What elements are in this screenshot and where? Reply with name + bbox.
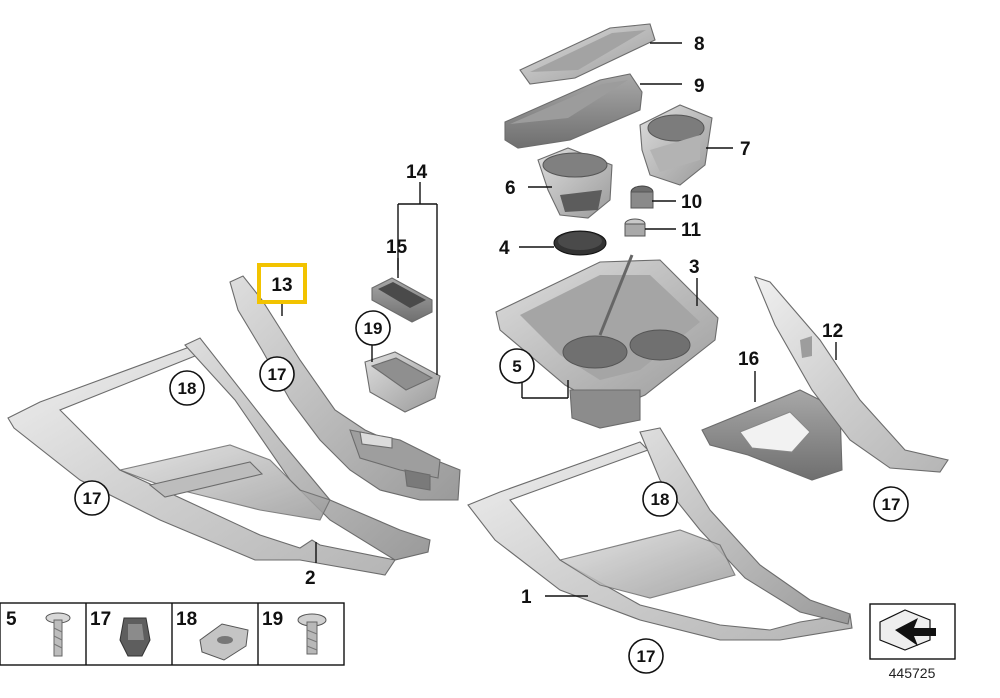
trim-frame-left[interactable] <box>7 337 431 576</box>
leader-lines <box>281 42 837 597</box>
center-console-trim-13[interactable] <box>229 275 461 501</box>
callout-18-left: 18 <box>178 379 197 398</box>
callout-11: 11 <box>681 220 702 241</box>
callout-14: 14 <box>406 162 428 183</box>
callout-16: 16 <box>738 349 759 370</box>
orientation-arrow-icon <box>879 609 936 651</box>
callout-17-left: 17 <box>83 489 102 508</box>
callout-17-right: 17 <box>882 495 901 514</box>
reference-box: 445725 <box>869 603 956 681</box>
callout-8: 8 <box>694 34 705 55</box>
highlight-box <box>257 263 307 304</box>
callout-5: 5 <box>512 357 521 376</box>
callout-19: 19 <box>364 319 383 338</box>
callout-6: 6 <box>505 178 516 199</box>
callout-2: 2 <box>305 568 316 589</box>
nut-clip-icon <box>199 623 249 661</box>
cover-plate-8[interactable] <box>519 23 656 85</box>
shift-bezel-16[interactable] <box>701 389 843 481</box>
rubber-disc-4[interactable] <box>553 230 607 256</box>
callout-17-center: 17 <box>268 365 287 384</box>
legend-label-17: 17 <box>90 609 111 630</box>
circled-callouts: 18 17 17 19 5 18 17 17 <box>74 310 909 674</box>
side-trim-12[interactable] <box>754 276 949 473</box>
callout-15: 15 <box>386 237 408 258</box>
callout-12: 12 <box>822 321 843 342</box>
callout-7: 7 <box>740 139 751 160</box>
trim-frame-bottom[interactable] <box>467 427 853 641</box>
clip-icon <box>119 617 151 657</box>
fastener-legend: 5 17 18 19 <box>0 602 345 666</box>
rubber-mat-15[interactable] <box>371 277 433 323</box>
cupholder-6[interactable] <box>537 147 613 219</box>
flange-screw-icon <box>297 613 327 655</box>
cupholder-7[interactable] <box>639 104 713 186</box>
screw-icon <box>45 612 71 657</box>
storage-lid-9[interactable] <box>504 73 643 149</box>
callout-13[interactable]: 13 <box>271 275 292 296</box>
console-tray-3[interactable] <box>495 254 719 429</box>
insert-11[interactable] <box>624 218 646 237</box>
callout-3: 3 <box>689 257 700 278</box>
callout-4: 4 <box>499 238 510 259</box>
legend-label-5: 5 <box>6 609 17 630</box>
callout-18-bottom: 18 <box>651 490 670 509</box>
storage-tray-19[interactable] <box>364 351 441 413</box>
legend-label-19: 19 <box>262 609 283 630</box>
callout-1: 1 <box>521 587 532 608</box>
reference-number: 445725 <box>889 665 936 681</box>
legend-label-18: 18 <box>176 609 197 630</box>
callout-9: 9 <box>694 76 705 97</box>
callout-17-bottom: 17 <box>637 647 656 666</box>
insert-10[interactable] <box>630 185 654 209</box>
callout-10: 10 <box>681 192 702 213</box>
